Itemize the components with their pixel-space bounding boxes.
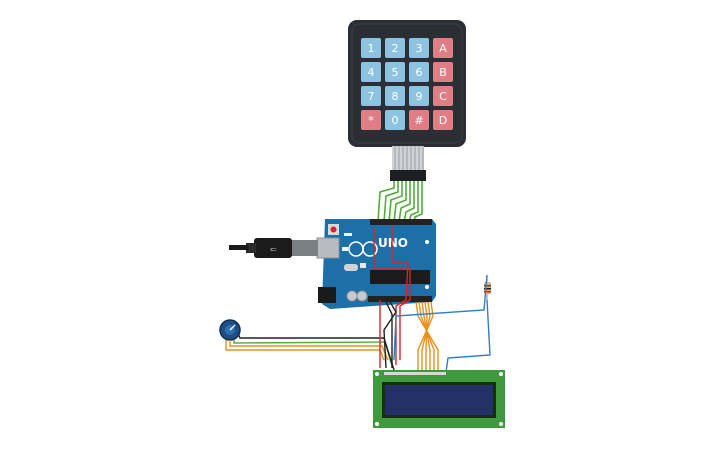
keypad-connector xyxy=(390,170,426,181)
usb-strain-relief xyxy=(246,243,256,253)
mount-hole xyxy=(425,240,429,244)
keypad[interactable]: 1 2 3 A 4 5 6 B 7 8 9 C * 0 # D xyxy=(348,20,466,147)
keypad-key-label: 2 xyxy=(392,42,399,55)
usb-cable-end xyxy=(229,245,248,250)
potentiometer[interactable] xyxy=(219,319,241,341)
keypad-key-face xyxy=(385,62,405,82)
arduino-lcd-wires[interactable] xyxy=(373,226,491,373)
keypad-key-4[interactable]: 4 xyxy=(361,62,381,82)
potentiometer-wires[interactable] xyxy=(225,332,395,371)
keypad-key-label: B xyxy=(439,66,447,79)
keypad-key-label: 7 xyxy=(368,90,375,103)
keypad-key-3[interactable]: 3 xyxy=(409,38,429,58)
lcd-screen xyxy=(385,385,493,415)
keypad-key-face xyxy=(385,86,405,106)
led-l xyxy=(342,247,348,251)
keypad-key-0[interactable]: 0 xyxy=(385,110,405,130)
keypad-key-label: A xyxy=(439,42,447,55)
keypad-key-5[interactable]: 5 xyxy=(385,62,405,82)
lcd-pins xyxy=(384,372,446,375)
keypad-key-face xyxy=(433,38,453,58)
keypad-key-label: 5 xyxy=(392,66,399,79)
keypad-key-C[interactable]: C xyxy=(433,86,453,106)
capacitor-2 xyxy=(356,290,368,302)
usb-plug-housing xyxy=(254,238,292,258)
keypad-key-D[interactable]: D xyxy=(433,110,453,130)
lcd-display[interactable] xyxy=(373,370,505,428)
arduino-logo-icon-2 xyxy=(362,241,378,257)
keypad-key-face xyxy=(361,62,381,82)
keypad-key-label: D xyxy=(439,114,447,127)
keypad-key-6[interactable]: 6 xyxy=(409,62,429,82)
keypad-key-B[interactable]: B xyxy=(433,62,453,82)
keypad-key-face xyxy=(409,62,429,82)
keypad-key-1[interactable]: 1 xyxy=(361,38,381,58)
keypad-key-face xyxy=(385,38,405,58)
keypad-ribbon xyxy=(390,146,426,181)
usb-cable[interactable]: ⇐ xyxy=(229,238,318,258)
keypad-key-face xyxy=(385,110,405,130)
potentiometer-indicator xyxy=(229,324,236,331)
keypad-wires[interactable] xyxy=(377,181,423,223)
keypad-key-label: # xyxy=(414,114,423,127)
reset-button-cap xyxy=(330,226,337,233)
usb-icon: ⇐ xyxy=(270,245,277,254)
keypad-key-face xyxy=(361,86,381,106)
mount-hole-2 xyxy=(425,285,429,289)
arduino-uno[interactable]: UNO xyxy=(316,219,436,309)
keypad-key-face xyxy=(433,110,453,130)
lcd-mount-hole-3 xyxy=(375,422,379,426)
keypad-key-label: 0 xyxy=(392,114,399,127)
board-logo-text: UNO xyxy=(378,236,408,250)
keypad-key-face xyxy=(433,86,453,106)
label-plate xyxy=(344,233,352,236)
keypad-key-2[interactable]: 2 xyxy=(385,38,405,58)
digital-header xyxy=(370,219,432,225)
atmega-chip xyxy=(370,270,430,284)
analog-header xyxy=(368,296,432,302)
keypad-key-label: 4 xyxy=(368,66,375,79)
keypad-key-8[interactable]: 8 xyxy=(385,86,405,106)
keypad-key-#[interactable]: # xyxy=(409,110,429,130)
arduino-board xyxy=(322,219,436,309)
lcd-mount-hole xyxy=(375,372,379,376)
keypad-key-face xyxy=(409,38,429,58)
keypad-key-label: * xyxy=(368,114,374,127)
keypad-key-face xyxy=(409,110,429,130)
crystal xyxy=(344,264,358,271)
keypad-key-7[interactable]: 7 xyxy=(361,86,381,106)
keypad-key-label: 6 xyxy=(416,66,423,79)
keypad-key-face xyxy=(361,38,381,58)
lcd-mount-hole-2 xyxy=(499,372,503,376)
keypad-key-face xyxy=(433,62,453,82)
keypad-key-face xyxy=(361,110,381,130)
keypad-key-face xyxy=(409,86,429,106)
keypad-key-label: 3 xyxy=(416,42,423,55)
keypad-key-9[interactable]: 9 xyxy=(409,86,429,106)
capacitor-1 xyxy=(346,290,358,302)
keypad-border xyxy=(351,23,463,144)
usb-port xyxy=(316,237,340,259)
regulator xyxy=(360,263,366,268)
keypad-key-label: C xyxy=(439,90,447,103)
keypad-keys[interactable]: 1 2 3 A 4 5 6 B 7 8 9 C * 0 # D xyxy=(361,38,453,130)
keypad-key-label: 1 xyxy=(368,42,375,55)
keypad-key-A[interactable]: A xyxy=(433,38,453,58)
keypad-key-label: 9 xyxy=(416,90,423,103)
lcd-mount-hole-4 xyxy=(499,422,503,426)
usb-plug xyxy=(290,240,318,256)
power-jack xyxy=(318,287,336,303)
keypad-key-*[interactable]: * xyxy=(361,110,381,130)
keypad-key-label: 8 xyxy=(392,90,399,103)
